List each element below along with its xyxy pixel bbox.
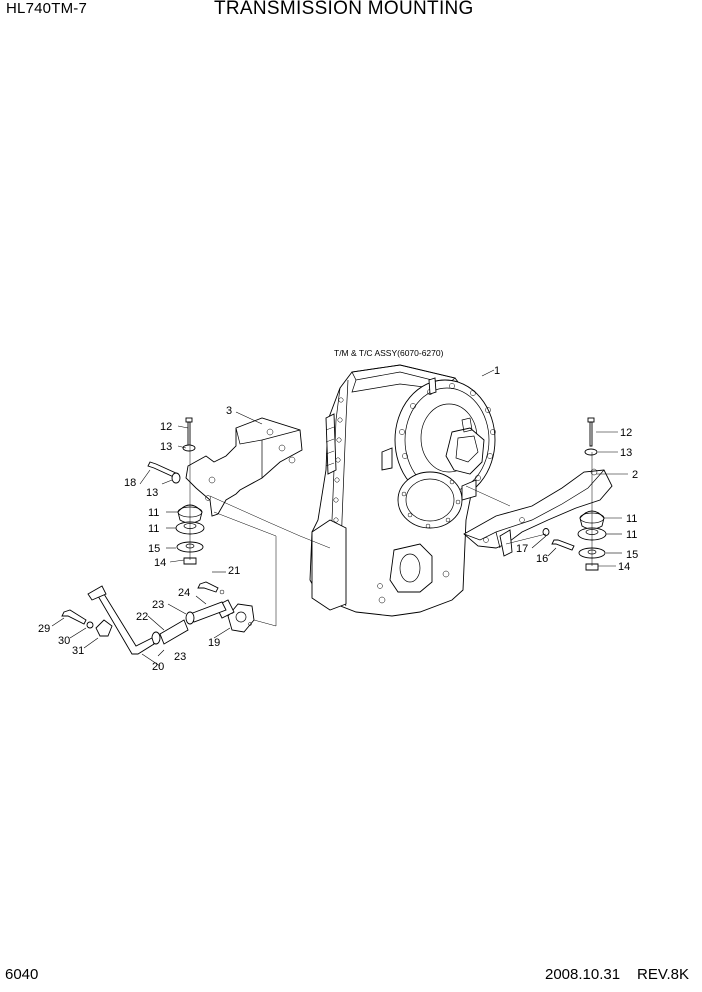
callout-31: 31 — [72, 645, 84, 657]
callout-17: 17 — [516, 543, 528, 555]
callout-13-left-b: 13 — [146, 487, 158, 499]
callout-11-right-a: 11 — [626, 513, 637, 525]
assembly-label: T/M & T/C ASSY(6070-6270) — [334, 348, 444, 358]
revision-date: 2008.10.31 — [545, 966, 621, 983]
callout-11-left-b: 11 — [148, 523, 159, 535]
callout-11-left-a: 11 — [148, 507, 159, 519]
callout-14-left: 14 — [154, 557, 166, 569]
right-mounting-bracket — [463, 468, 613, 557]
callout-2: 2 — [632, 469, 638, 481]
callout-12-right: 12 — [620, 427, 632, 439]
callout-19: 19 — [208, 637, 220, 649]
cooler-line-parts — [61, 581, 255, 655]
callout-3: 3 — [226, 405, 232, 417]
callout-29: 29 — [38, 623, 50, 635]
page-number: 6040 — [5, 966, 39, 983]
callout-23-b: 23 — [174, 651, 186, 663]
callout-23-a: 23 — [152, 599, 164, 611]
callout-11-right-b: 11 — [626, 529, 637, 541]
callout-22: 22 — [136, 611, 148, 623]
callout-30: 30 — [58, 635, 70, 647]
callout-15-left: 15 — [148, 543, 160, 555]
model-name: HL740TM-7 — [6, 0, 87, 17]
callout-13-left-a: 13 — [160, 441, 172, 453]
transmission-assembly — [309, 364, 496, 617]
left-mounting-bracket — [185, 417, 303, 517]
callout-14-right: 14 — [618, 561, 630, 573]
callout-15-right: 15 — [626, 549, 638, 561]
callout-12-left: 12 — [160, 421, 172, 433]
callout-1: 1 — [494, 365, 500, 377]
callout-13-right: 13 — [620, 447, 632, 459]
page-title: TRANSMISSION MOUNTING — [214, 0, 474, 19]
callout-20: 20 — [152, 661, 164, 673]
leader-lines — [51, 369, 628, 667]
callout-24: 24 — [178, 587, 190, 599]
revision-code: REV.8K — [637, 966, 689, 983]
callout-16: 16 — [536, 553, 548, 565]
callout-18: 18 — [124, 477, 136, 489]
callout-21: 21 — [228, 565, 240, 577]
